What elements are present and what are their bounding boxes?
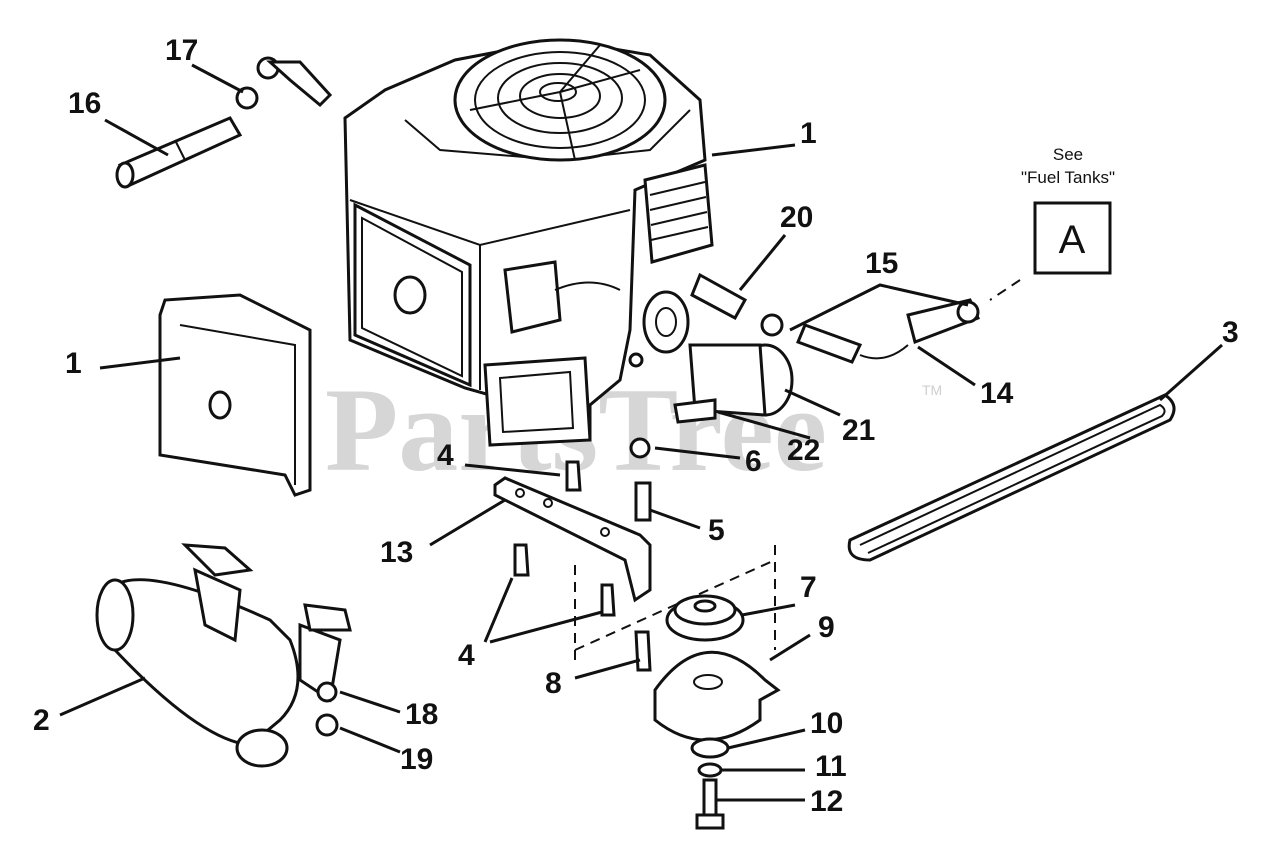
reference-note-line2: "Fuel Tanks" [1021, 168, 1115, 187]
callout-3: 3 [1222, 316, 1239, 349]
callout-16: 16 [68, 87, 101, 120]
callout-13: 13 [380, 536, 413, 569]
pulley-assembly [315, 594, 781, 830]
callout-5: 5 [708, 514, 725, 547]
fuel-line-top-left [115, 56, 333, 189]
callout-1-guard: 1 [65, 347, 82, 380]
dashed-frame [574, 545, 776, 660]
drive-belt [847, 393, 1176, 562]
callout-9: 9 [818, 611, 835, 644]
side-guard [158, 293, 312, 497]
watermark-tm: TM [922, 382, 942, 398]
callout-20: 20 [780, 201, 813, 234]
bracket-assembly [493, 460, 652, 672]
callout-11: 11 [815, 750, 847, 783]
callout-4-bottom: 4 [458, 639, 475, 672]
callout-1-engine: 1 [800, 117, 817, 150]
callout-6: 6 [745, 445, 762, 478]
callout-21: 21 [842, 414, 875, 447]
callout-2: 2 [33, 704, 50, 737]
reference-box [1033, 201, 1112, 275]
engine-illustration [343, 38, 714, 447]
callout-4-top: 4 [437, 439, 454, 472]
callout-18: 18 [405, 698, 438, 731]
fuel-tanks-reference: See "Fuel Tanks" A [989, 145, 1115, 301]
muffler [95, 543, 352, 768]
fuel-line-right [629, 272, 981, 459]
callout-19: 19 [400, 743, 433, 776]
reference-box-letter: A [1059, 218, 1086, 262]
callout-17: 17 [165, 34, 198, 67]
callout-10: 10 [810, 707, 843, 740]
callout-8: 8 [545, 667, 562, 700]
callouts: 1 1 2 3 4 4 5 6 7 8 9 10 11 12 13 14 15 … [33, 34, 1239, 818]
reference-note-line1: See [1053, 145, 1083, 164]
callout-15: 15 [865, 247, 898, 280]
callout-14: 14 [980, 377, 1014, 410]
callout-7: 7 [800, 571, 817, 604]
callout-22: 22 [787, 434, 820, 467]
callout-12: 12 [810, 785, 843, 818]
leader-lines [59, 63, 1223, 802]
